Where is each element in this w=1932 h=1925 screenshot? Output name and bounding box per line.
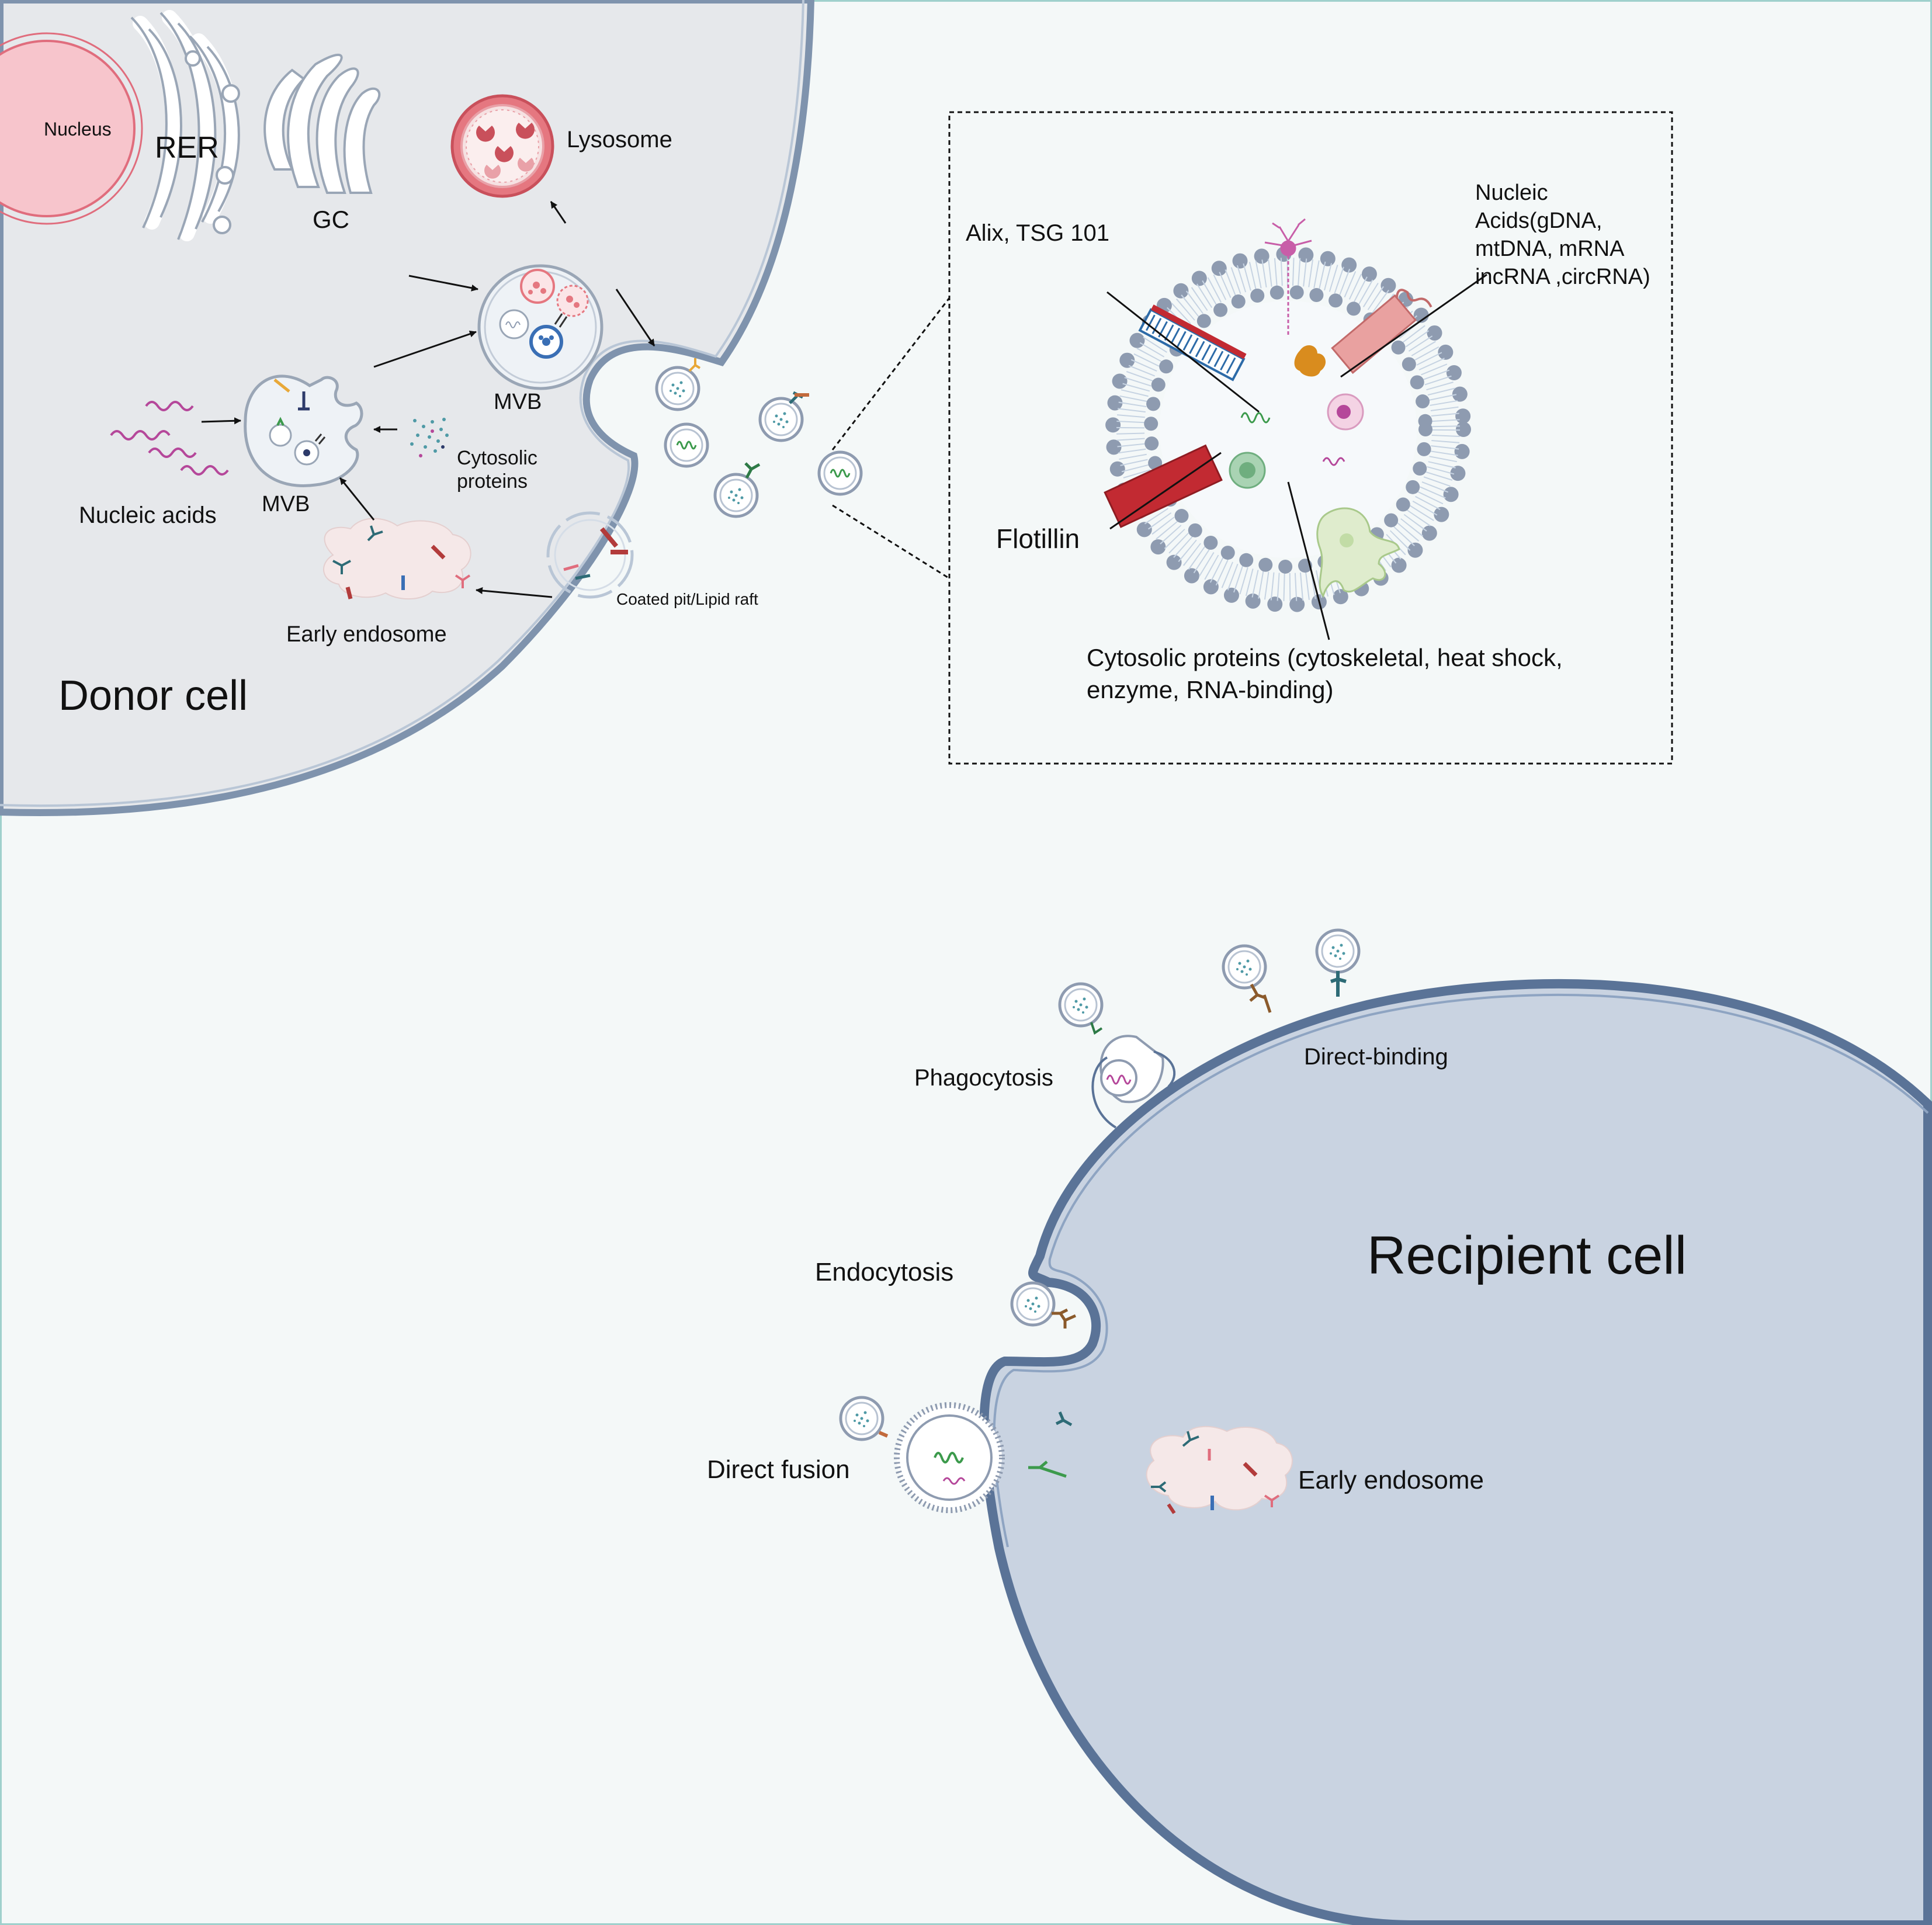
rer xyxy=(133,10,240,241)
donor-cytosolic-line1: Cytosolic xyxy=(457,447,537,469)
nucleic-acids-squiggles xyxy=(110,401,229,476)
recipient-cell-label: Recipient cell xyxy=(1367,1226,1687,1285)
phagocytosis-receptor xyxy=(1090,1022,1103,1035)
mvb-top-label: MVB xyxy=(494,390,542,414)
recipient-membrane-inner xyxy=(993,993,1929,1548)
recipient-early-endosome-label: Early endosome xyxy=(1298,1466,1484,1494)
direct-fusion-label: Direct fusion xyxy=(707,1455,850,1484)
recipient-free-receptor-1 xyxy=(1055,1411,1073,1427)
rer-label: RER xyxy=(155,131,219,165)
exosome-cargo-green-nucleus xyxy=(1239,462,1255,478)
direct-binding-receptor-2 xyxy=(1330,971,1347,997)
gc-label: GC xyxy=(313,206,349,233)
exosome-nucleic-line1: Nucleic xyxy=(1475,181,1548,205)
nucleus-label: Nucleus xyxy=(44,119,112,140)
released-vesicle-2 xyxy=(665,424,707,466)
endocytosis-label: Endocytosis xyxy=(815,1258,953,1286)
direct-binding-label: Direct-binding xyxy=(1304,1044,1448,1070)
mvb-left xyxy=(244,374,363,487)
vesicle-receptor-1 xyxy=(688,358,701,372)
mvb-top xyxy=(477,264,603,390)
endocytosis-receptor xyxy=(1052,1308,1077,1329)
exosome-cytosolic-line2: enzyme, RNA-binding) xyxy=(1087,676,1334,703)
coated-pit-label: Coated pit/Lipid raft xyxy=(616,590,758,608)
zoom-lines xyxy=(831,297,951,580)
exosome-cytosolic-line1: Cytosolic proteins (cytoskeletal, heat s… xyxy=(1087,644,1563,671)
golgi-complex xyxy=(263,54,381,194)
lysosome xyxy=(450,94,554,198)
donor-cell-label: Donor cell xyxy=(58,672,248,719)
flotillin-label: Flotillin xyxy=(996,523,1080,554)
nucleus-envelope xyxy=(0,32,143,225)
recipient-free-receptor-2 xyxy=(1028,1461,1067,1478)
phagocytosis-label: Phagocytosis xyxy=(914,1065,1053,1091)
exosome-leader-lines xyxy=(1107,273,1487,640)
rer-outline xyxy=(130,12,240,240)
direct-binding-vesicle-2 xyxy=(1317,930,1359,972)
rer-ribosomes xyxy=(185,50,240,234)
donor-cytosolic-line2: proteins xyxy=(457,470,528,492)
direct-binding-receptor-1 xyxy=(1249,983,1272,1013)
recipient-cell-body xyxy=(979,979,1932,1925)
released-vesicle-4 xyxy=(760,398,802,441)
direct-binding-vesicle-1 xyxy=(1223,946,1265,988)
direct-fusion-vesicle xyxy=(841,1397,883,1440)
donor-membrane-inner xyxy=(0,0,804,807)
exosome-cargo-pink-nucleus xyxy=(1337,405,1351,419)
exosome-nucleic-line2: Acids(gDNA, xyxy=(1475,209,1603,233)
coated-pit xyxy=(546,511,634,599)
released-vesicle-5 xyxy=(819,452,861,494)
exosome-structure xyxy=(1104,218,1471,612)
exosome-cargo-rna-green xyxy=(1240,412,1271,424)
cytosolic-protein-cell xyxy=(1316,507,1400,598)
alix-label: Alix, TSG 101 xyxy=(966,220,1109,246)
phagocytosis-event xyxy=(1091,1035,1176,1129)
released-vesicle-3 xyxy=(715,474,757,516)
neuron-marker xyxy=(1264,218,1312,337)
flotillin-protein xyxy=(1104,444,1223,528)
exosome-cargo-orange xyxy=(1294,345,1326,377)
direct-fusion-event xyxy=(894,1402,1005,1513)
exosome-nucleic-line4: incRNA ,circRNA) xyxy=(1475,265,1650,289)
direct-fusion-receptor xyxy=(878,1431,889,1438)
exosome-cargo-rna-pink xyxy=(1322,457,1345,466)
released-vesicle-1 xyxy=(657,367,699,410)
donor-early-endosome xyxy=(323,518,471,600)
recipient-early-endosome xyxy=(1146,1425,1293,1514)
alix-tsg101-protein xyxy=(1138,304,1247,381)
phagocytosis-vesicle xyxy=(1060,984,1102,1026)
exosome-detail-box xyxy=(948,111,1673,765)
donor-pathway-arrows xyxy=(201,201,655,598)
cytosolic-proteins-dots xyxy=(410,418,449,457)
nucleus xyxy=(0,40,136,217)
nucleic-acids-label: Nucleic acids xyxy=(79,502,217,528)
exosome-nucleic-line3: mtDNA, mRNA xyxy=(1475,237,1625,261)
lysosome-label: Lysosome xyxy=(567,127,672,152)
endocytosis-vesicle xyxy=(1012,1283,1054,1325)
vesicle-receptor-3 xyxy=(744,462,761,479)
mvb-left-label: MVB xyxy=(262,492,310,516)
donor-early-endosome-label: Early endosome xyxy=(286,622,447,647)
